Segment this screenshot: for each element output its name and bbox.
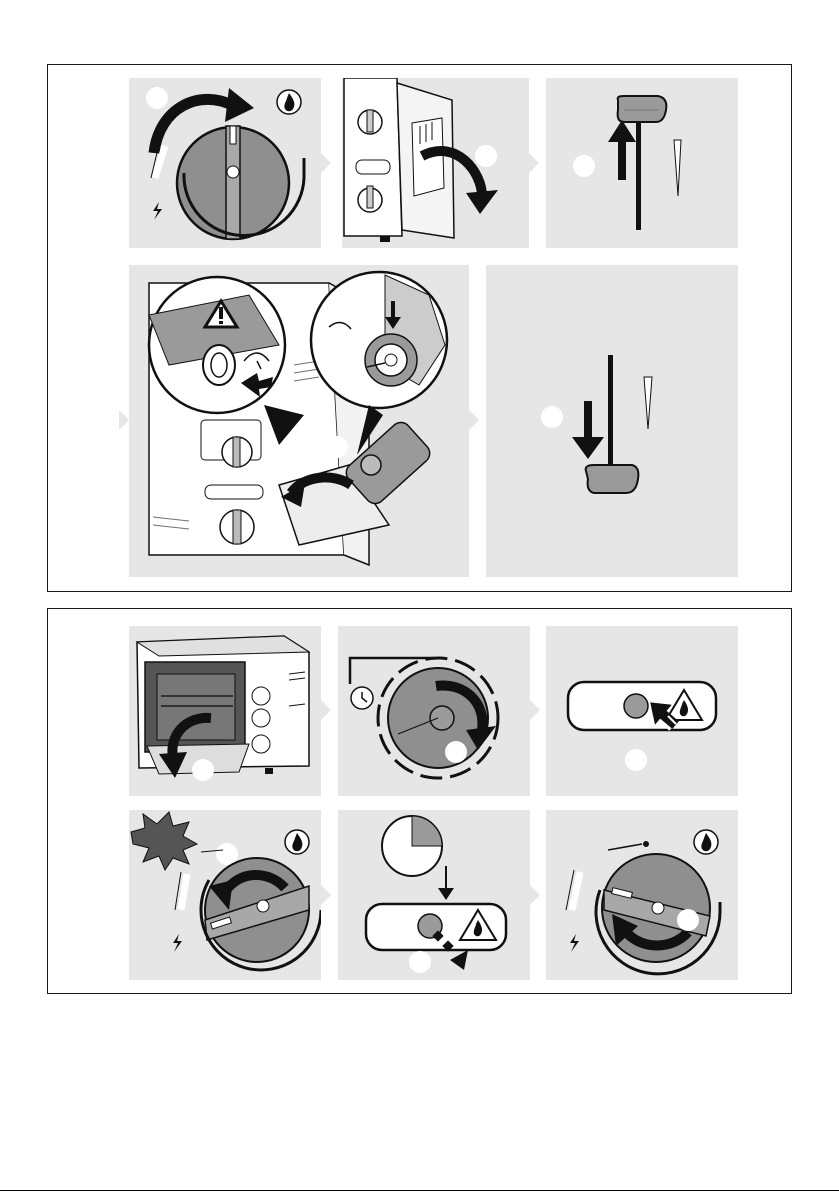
- step-connector: [321, 153, 331, 173]
- timer-knob-illustration: [338, 626, 530, 796]
- step-connector: [321, 885, 331, 905]
- knob-turn-illustration: [129, 78, 321, 248]
- lever-up-illustration: [546, 78, 738, 248]
- step-number-marker: [192, 759, 214, 781]
- step-number-marker: [677, 909, 699, 931]
- lightning-icon: [173, 934, 182, 952]
- step-panel-open-side-door: [342, 78, 529, 248]
- level-indicator-triangle: [644, 377, 652, 429]
- step-number-marker: [409, 951, 431, 973]
- step-connector: [119, 410, 129, 430]
- step-number-marker: [541, 406, 563, 428]
- step-number-marker: [445, 741, 467, 763]
- cartridge-insertion-illustration: [129, 265, 469, 577]
- lever-down-illustration: [486, 265, 738, 577]
- step-panel-open-oven-door: [129, 626, 321, 796]
- oven-side-illustration: [342, 78, 529, 248]
- step-panel-press-button: [546, 626, 738, 796]
- lightning-icon: [153, 202, 162, 220]
- oven-front-illustration: [129, 626, 321, 796]
- step-connector: [530, 885, 540, 905]
- step-connector: [469, 410, 479, 430]
- step-number-marker: [625, 749, 647, 771]
- step-panel-release-button: [338, 810, 530, 980]
- step-panel-lever-up: [546, 78, 738, 248]
- ignition-button-icon: [624, 694, 648, 718]
- step-connector: [321, 700, 331, 720]
- press-arrow-icon: [608, 120, 636, 180]
- level-indicator-triangle: [674, 140, 681, 196]
- step-number-marker: [475, 145, 497, 167]
- set-knob-illustration: [546, 810, 738, 980]
- step-connector: [529, 153, 539, 173]
- press-arrow-icon: [572, 401, 604, 459]
- step-connector: [530, 700, 540, 720]
- step-panel-check-cartridge: [129, 265, 469, 577]
- ignition-button-illustration: [546, 626, 738, 796]
- step-panel-turn-knob: [129, 78, 321, 248]
- release-button-illustration: [338, 810, 530, 980]
- step-panel-set-knob: [546, 810, 738, 980]
- step-panel-ignite: [129, 810, 321, 980]
- step-number-marker: [216, 843, 238, 865]
- step-panel-lever-down: [486, 265, 738, 577]
- step-number-marker: [326, 436, 348, 458]
- page-bottom-rule: [0, 1190, 839, 1191]
- flash-burst-icon: [131, 812, 197, 870]
- step-number-marker: [573, 155, 595, 177]
- lightning-icon: [570, 934, 579, 952]
- step-panel-turn-timer: [338, 626, 530, 796]
- ignite-knob-illustration: [129, 810, 321, 980]
- step-number-marker: [146, 87, 168, 109]
